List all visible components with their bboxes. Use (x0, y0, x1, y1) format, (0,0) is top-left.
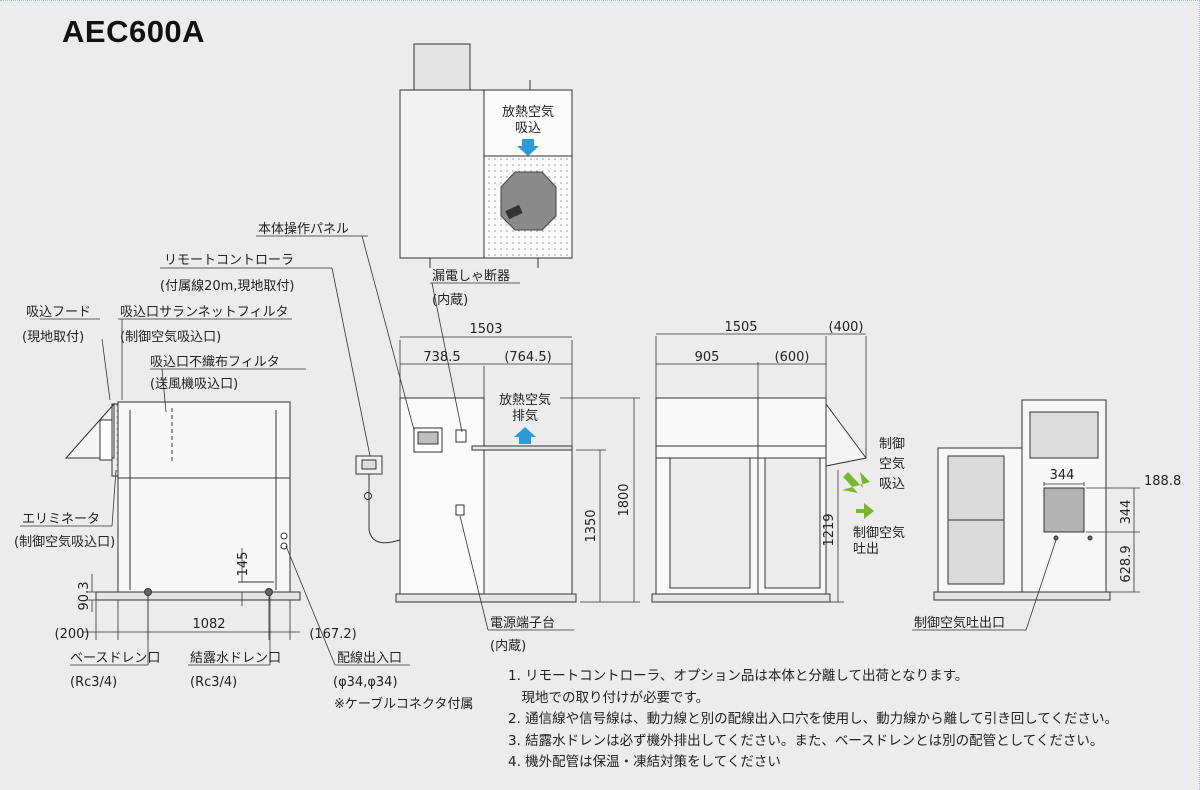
right-view (651, 397, 867, 603)
dim-1350: 1350 (584, 509, 599, 542)
dim-188-8: 188.8 (1144, 474, 1181, 489)
dim-400: (400) (829, 320, 864, 335)
dim-600: (600) (775, 350, 810, 365)
dim-738-5: 738.5 (423, 350, 460, 365)
back-view (933, 399, 1111, 601)
dim-905: 905 (695, 350, 720, 365)
terminal-sub-label: (内蔵) (490, 638, 526, 654)
dim-145: 145 (236, 552, 251, 577)
ctrl-out-text-2: 吐出 (853, 542, 879, 557)
eliminator-sub-label: (制御空気吸込口) (14, 534, 115, 550)
terminal-label: 電源端子台 (490, 616, 555, 631)
wiring-port-sub-label: (φ34,φ34) (333, 675, 398, 690)
breaker-label: 漏電しゃ断器 (432, 268, 510, 284)
breaker-sub-label: (内蔵) (432, 292, 468, 308)
note-1-cont: 現地での取り付けが必要です。 (508, 689, 710, 706)
remote-label: リモートコントローラ (164, 253, 294, 268)
base-drain-label: ベースドレン口 (70, 651, 160, 666)
dim-344-height: 344 (1119, 500, 1134, 525)
cable-note-label: ※ケーブルコネクタ付属 (334, 696, 473, 712)
nonwoven-filter-sub-label: (送風機吸込口) (150, 377, 238, 392)
ctrl-out-text-1: 制御空気 (853, 525, 905, 541)
dim-90-3: 90.3 (77, 582, 92, 611)
callout-labels: 吸込フード (現地取付) 吸込口サランネットフィルタ (制御空気吸込口) 吸込口… (14, 221, 1005, 712)
dimension-values: 1503 738.5 (764.5) 1350 1800 1505 (400) … (55, 320, 1182, 642)
cond-drain-sub-label: (Rc3/4) (190, 675, 237, 690)
dim-344-width: 344 (1050, 468, 1075, 483)
nonwoven-filter-label: 吸込口不織布フィルタ (150, 355, 280, 370)
heat-air-intake-text-2: 吸込 (515, 121, 541, 136)
heat-air-intake-label: 放熱空気 吸込 (502, 104, 554, 156)
dim-764-5: (764.5) (504, 350, 551, 365)
dim-1219: 1219 (822, 513, 837, 546)
wiring-port-label: 配線出入口 (337, 650, 402, 666)
panel-label: 本体操作パネル (258, 221, 349, 237)
saran-filter-label: 吸込口サランネットフィルタ (120, 305, 288, 320)
top-view (399, 43, 573, 268)
dim-1800: 1800 (617, 483, 632, 516)
dim-167-2: (167.2) (309, 627, 356, 642)
dim-1503: 1503 (469, 322, 502, 337)
dim-1505: 1505 (724, 320, 757, 335)
dim-200: (200) (55, 627, 90, 642)
heat-air-intake-arrow-icon (517, 139, 539, 156)
note-3: 3. 結露水ドレンは必ず機外排出してください。また、ベースドレンとは別の配管とし… (508, 732, 1104, 749)
remote-sub-label: (付属線20m,現地取付) (160, 278, 294, 294)
note-2: 2. 通信線や信号線は、動力線と別の配線出入口穴を使用し、動力線から離して引き回… (508, 711, 1118, 727)
heat-air-intake-text-1: 放熱空気 (502, 104, 554, 120)
left-view (64, 401, 301, 601)
heat-air-exhaust-text-2: 排気 (512, 408, 538, 424)
hood-label: 吸込フード (26, 305, 91, 320)
ctrl-in-text-2: 空気 (879, 456, 905, 472)
control-air-intake-arrow-icon (842, 472, 870, 493)
eliminator-label: エリミネータ (22, 512, 100, 527)
ctrl-outlet-label: 制御空気吐出口 (914, 615, 1005, 631)
heat-air-exhaust-arrow-icon (514, 427, 536, 444)
ctrl-in-text-1: 制御 (879, 437, 905, 452)
dim-628-9: 628.9 (1119, 545, 1134, 582)
saran-filter-sub-label: (制御空気吸込口) (120, 329, 221, 345)
base-drain-sub-label: (Rc3/4) (70, 675, 117, 690)
hood-sub-label: (現地取付) (22, 330, 84, 345)
notes: 1. リモートコントローラ、オプション品は本体と分離して出荷となります。 現地で… (508, 666, 1118, 774)
heat-air-exhaust-text-1: 放熱空気 (499, 392, 551, 408)
note-1: 1. リモートコントローラ、オプション品は本体と分離して出荷となります。 (508, 668, 969, 684)
front-view (355, 397, 577, 603)
heat-air-exhaust-label: 放熱空気 排気 (499, 392, 551, 444)
cond-drain-label: 結露水ドレン口 (190, 651, 281, 666)
model-title: AEC600A (62, 14, 206, 49)
note-4: 4. 機外配管は保温・凍結対策をしてください (508, 754, 781, 770)
dim-1082: 1082 (192, 617, 225, 632)
dimension-lines (20, 235, 1140, 666)
ctrl-in-text-3: 吸込 (879, 477, 905, 492)
control-air-outlet-arrow-icon (856, 503, 874, 519)
control-air-intake-label: 制御 空気 吸込 制御空気 吐出 (842, 437, 905, 557)
